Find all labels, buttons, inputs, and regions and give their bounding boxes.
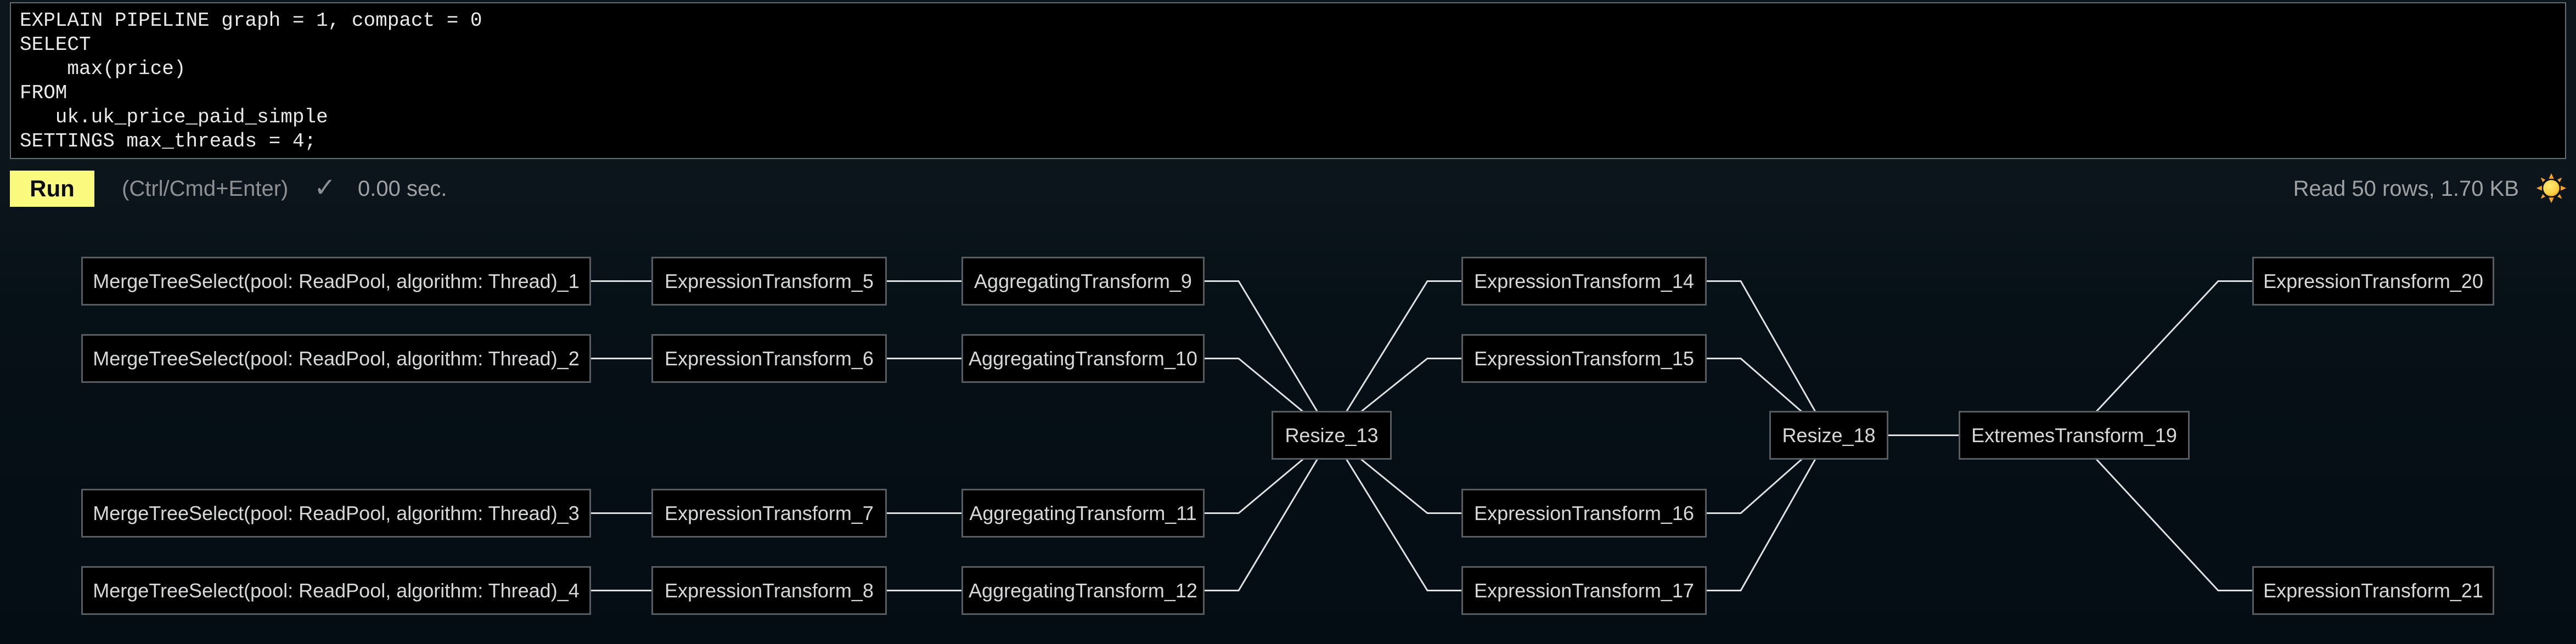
success-check-icon: ✓: [314, 173, 336, 202]
run-shortcut-hint: (Ctrl/Cmd+Enter): [122, 177, 289, 201]
pipeline-edge-et16-r18: [1707, 434, 1830, 514]
graph-node-et7: ExpressionTransform_7: [651, 489, 887, 538]
pipeline-edge-r13-et16: [1331, 434, 1461, 514]
graph-node-r18: Resize_18: [1769, 411, 1888, 460]
theme-toggle-button[interactable]: [2535, 173, 2567, 205]
graph-node-at10: AggregatingTransform_10: [961, 334, 1205, 383]
pipeline-edge-et15-r18: [1707, 358, 1830, 436]
graph-node-et21: ExpressionTransform_21: [2252, 566, 2494, 615]
graph-node-et5: ExpressionTransform_5: [651, 257, 887, 306]
pipeline-edge-at11-r13: [1205, 434, 1332, 514]
toolbar: Run (Ctrl/Cmd+Enter) ✓ 0.00 sec. Read 50…: [0, 171, 2576, 207]
graph-node-mt4: MergeTreeSelect(pool: ReadPool, algorith…: [81, 566, 591, 615]
query-editor-input[interactable]: EXPLAIN PIPELINE graph = 1, compact = 0 …: [10, 2, 2566, 159]
graph-node-et8: ExpressionTransform_8: [651, 566, 887, 615]
graph-node-mt3: MergeTreeSelect(pool: ReadPool, algorith…: [81, 489, 591, 538]
graph-node-et15: ExpressionTransform_15: [1461, 334, 1707, 383]
rows-read-stats: Read 50 rows, 1.70 KB: [2293, 177, 2519, 201]
graph-node-mt2: MergeTreeSelect(pool: ReadPool, algorith…: [81, 334, 591, 383]
run-button[interactable]: Run: [10, 171, 94, 207]
pipeline-edge-at9-r13: [1205, 280, 1332, 436]
graph-node-at12: AggregatingTransform_12: [961, 566, 1205, 615]
query-elapsed-time: 0.00 sec.: [358, 177, 447, 201]
graph-node-et14: ExpressionTransform_14: [1461, 257, 1707, 306]
graph-node-et6: ExpressionTransform_6: [651, 334, 887, 383]
pipeline-edge-xt19-et20: [2073, 280, 2252, 436]
graph-node-xt19: ExtremesTransform_19: [1959, 411, 2190, 460]
pipeline-edge-r13-et14: [1331, 280, 1461, 436]
graph-node-at11: AggregatingTransform_11: [961, 489, 1205, 538]
pipeline-edge-xt19-et21: [2073, 434, 2252, 591]
sun-icon: [2536, 173, 2567, 205]
pipeline-edge-at10-r13: [1205, 358, 1332, 436]
pipeline-edge-at12-r13: [1205, 434, 1332, 591]
pipeline-edge-r13-et15: [1331, 358, 1461, 436]
pipeline-edge-et14-r18: [1707, 280, 1830, 436]
pipeline-edge-r13-et17: [1331, 434, 1461, 591]
graph-node-et20: ExpressionTransform_20: [2252, 257, 2494, 306]
graph-node-et17: ExpressionTransform_17: [1461, 566, 1707, 615]
graph-node-mt1: MergeTreeSelect(pool: ReadPool, algorith…: [81, 257, 591, 306]
pipeline-edge-et17-r18: [1707, 434, 1830, 591]
graph-node-r13: Resize_13: [1272, 411, 1392, 460]
graph-node-at9: AggregatingTransform_9: [961, 257, 1205, 306]
graph-node-et16: ExpressionTransform_16: [1461, 489, 1707, 538]
